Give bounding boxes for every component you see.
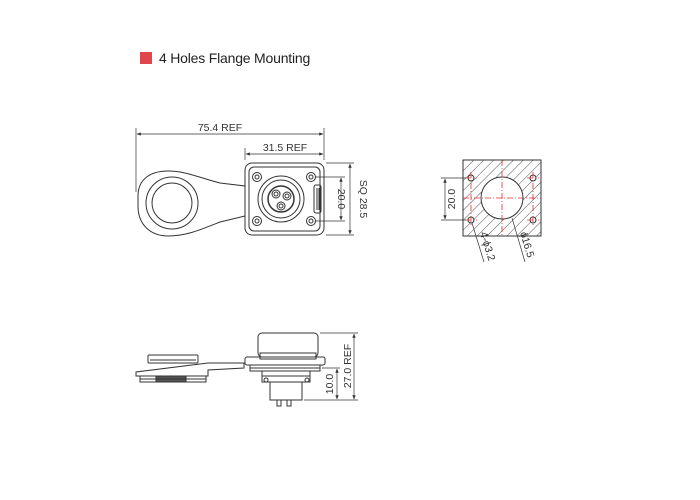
dust-cap: [137, 170, 246, 237]
front-view-dimensions: [135, 128, 354, 236]
panel-cutout-dimensions: [441, 177, 526, 263]
side-view-dimensions: [304, 332, 358, 401]
flange-square: [244, 162, 325, 236]
dim-overall-height: 27.0 REF: [342, 344, 354, 388]
side-receptacle: [244, 332, 326, 407]
section-title: 4 Holes Flange Mounting: [140, 50, 310, 66]
front-view: [137, 162, 325, 237]
latch: [313, 184, 322, 214]
cutout-hole-spacing: 20.0: [446, 189, 458, 210]
title-marker-icon: [140, 52, 152, 64]
section-title-text: 4 Holes Flange Mounting: [159, 50, 311, 66]
panel-cutout-view: [462, 159, 542, 237]
dim-hole-spacing: 20.0: [335, 189, 347, 210]
panel-hatch: [463, 160, 541, 236]
receptacle-face: [257, 175, 305, 223]
center-lines: [463, 160, 541, 236]
side-dust-cap: [135, 354, 245, 383]
side-view: [135, 332, 326, 407]
dim-flange-width: 31.5 REF: [263, 142, 307, 154]
dim-overall-length: 75.4 REF: [198, 122, 242, 134]
dim-lower-height: 10.0: [324, 374, 336, 395]
dim-flange-square: SQ 28.5: [357, 180, 369, 219]
